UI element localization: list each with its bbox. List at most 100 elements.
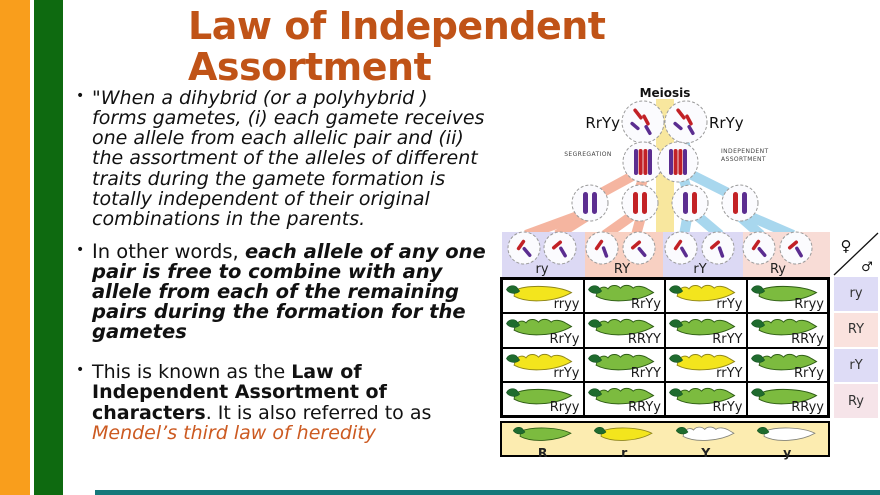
chromosome bbox=[583, 192, 588, 214]
pod-stem bbox=[669, 388, 684, 397]
legend-allele-label: y bbox=[783, 445, 792, 460]
bullet-text-segment: each allele of any one pair is free to c… bbox=[92, 239, 486, 344]
bullet-marker: • bbox=[76, 241, 85, 258]
punnett-cell: RRyy bbox=[746, 381, 828, 416]
left-stripe-orange bbox=[0, 0, 30, 495]
chromosome bbox=[673, 121, 683, 131]
punnett-row-header: RY bbox=[834, 312, 878, 347]
gamete-label-RY: RY bbox=[614, 262, 630, 277]
genotype-label: RrYy bbox=[712, 400, 743, 415]
genotype-label: rrYy bbox=[553, 365, 580, 381]
pod-body bbox=[758, 286, 817, 302]
pod-stem bbox=[587, 353, 602, 363]
cell-circle bbox=[621, 100, 665, 144]
chromosome bbox=[673, 149, 678, 175]
pod-body bbox=[513, 388, 573, 405]
pod-body bbox=[676, 284, 736, 302]
chromosome bbox=[642, 114, 650, 126]
bullet-item: •"When a dihybrid (or a polyhybrid ) for… bbox=[76, 88, 488, 229]
punnett-row-header: rY bbox=[834, 348, 878, 383]
chromosome bbox=[683, 192, 688, 214]
pea-pod bbox=[669, 319, 736, 336]
pea-pod bbox=[757, 427, 817, 441]
gamete-label-Ry: Ry bbox=[770, 262, 786, 277]
genotype-label: RRYY bbox=[627, 331, 661, 347]
punnett-cell: RrYY bbox=[583, 347, 665, 382]
punnett-row-header: ry bbox=[834, 277, 878, 311]
corner-diagonal bbox=[833, 232, 879, 276]
pod-body bbox=[676, 387, 736, 405]
chromosome bbox=[648, 149, 652, 175]
bullet-text-segment: "When a dihybrid (or a polyhybrid ) form… bbox=[92, 87, 485, 230]
pod-body bbox=[595, 319, 654, 336]
chromosome bbox=[687, 125, 695, 135]
female-icon: ♀ bbox=[841, 237, 852, 255]
pod-stem bbox=[587, 285, 602, 294]
pea-pod bbox=[750, 353, 817, 370]
pod-stem bbox=[506, 353, 521, 363]
chromosome bbox=[559, 246, 567, 258]
pod-stem bbox=[669, 319, 684, 328]
legend-item: r bbox=[584, 423, 666, 460]
legend-item: R bbox=[502, 423, 584, 460]
cell-circle bbox=[622, 141, 664, 183]
segregation-label: SEGREGATION bbox=[564, 151, 612, 158]
pod-stem bbox=[750, 285, 765, 294]
punnett-grid: rryy RrYy rrYy Rryy RrYy RRYY RrYY RRYy … bbox=[500, 277, 830, 418]
chromosome bbox=[601, 246, 609, 258]
genotype-label: RrYY bbox=[630, 365, 661, 381]
pod-stem bbox=[750, 353, 765, 363]
pod-body bbox=[758, 319, 817, 336]
punnett-cell: RRYY bbox=[583, 313, 665, 348]
pea-pod bbox=[506, 319, 573, 336]
pea-pod bbox=[587, 319, 654, 336]
pod-body bbox=[758, 388, 817, 405]
chromosome bbox=[683, 149, 687, 175]
dihybrid-cross-diagram: Meiosis RrYy RrYy SEGREGATION INDEPENDEN… bbox=[500, 85, 880, 475]
pod-body bbox=[513, 286, 573, 302]
pea-pod bbox=[587, 353, 654, 370]
punnett-cell: Rryy bbox=[746, 279, 828, 314]
pea-pod bbox=[669, 353, 736, 370]
chromosome bbox=[676, 108, 686, 120]
genotype-label: RrYY bbox=[712, 331, 743, 347]
chromosome bbox=[692, 192, 697, 214]
genotype-label: RRyy bbox=[791, 400, 824, 415]
pod-stem bbox=[512, 427, 526, 435]
genotype-label: RRYy bbox=[628, 400, 661, 415]
legend-item: y bbox=[747, 423, 829, 460]
punnett-cell: rrYY bbox=[665, 347, 747, 382]
punnett-cell: rrYy bbox=[502, 347, 584, 382]
bullet-text-segment: Law of Independent Assortment of charact… bbox=[92, 361, 387, 424]
chromosome bbox=[516, 239, 526, 251]
cell-circle bbox=[571, 184, 609, 222]
genotype-label: RrYy bbox=[549, 331, 580, 347]
independent-assortment-label-2: ASSORTMENT bbox=[721, 156, 766, 163]
punnett-cell: RrYy bbox=[665, 381, 747, 416]
chromosome bbox=[751, 239, 761, 251]
pea-pod bbox=[506, 353, 573, 370]
pod-stem bbox=[506, 285, 521, 294]
chromosome bbox=[678, 149, 683, 175]
chromosome bbox=[633, 108, 643, 120]
genotype-label: RrYy bbox=[793, 365, 824, 381]
cell-circle bbox=[657, 141, 699, 183]
pea-pod bbox=[750, 319, 817, 336]
legend-row: R r Y y bbox=[500, 421, 830, 460]
chromosome bbox=[637, 246, 647, 258]
punnett-cell: RRYy bbox=[583, 381, 665, 416]
pod-stem bbox=[587, 319, 602, 328]
pea-pod bbox=[669, 284, 736, 302]
chromosome bbox=[551, 240, 563, 250]
punnett-cell: Rryy bbox=[502, 381, 584, 416]
chromosome bbox=[733, 192, 738, 214]
parent-genotype-right: RrYy bbox=[709, 114, 744, 132]
bullet-text-segment: . It is also referred to as bbox=[205, 401, 432, 424]
pod-body bbox=[600, 427, 654, 441]
pod-body bbox=[758, 353, 817, 370]
pea-pod bbox=[594, 427, 654, 441]
pod-body bbox=[676, 319, 736, 336]
punnett-cell: RRYy bbox=[746, 313, 828, 348]
